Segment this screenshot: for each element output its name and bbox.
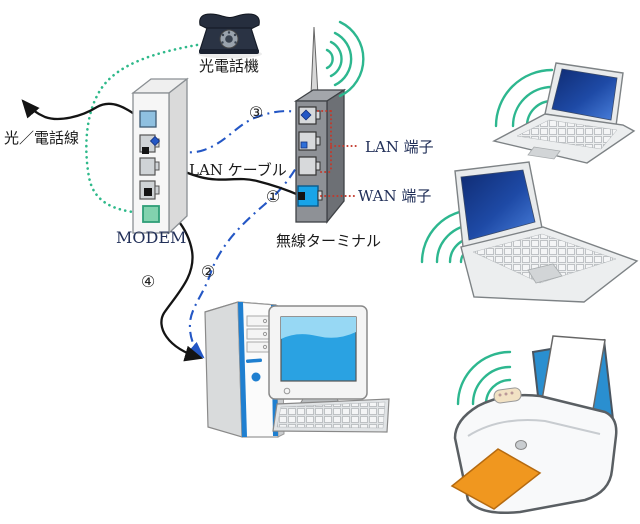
desktop-pc-icon bbox=[204, 301, 390, 438]
optical-line-label: 光／電話線 bbox=[4, 129, 79, 147]
step-4: ④ bbox=[141, 272, 155, 291]
terminal-label: 無線ターミナル bbox=[276, 232, 381, 250]
modem-label: MODEM bbox=[116, 228, 186, 247]
terminal-lan-port-3 bbox=[298, 156, 321, 176]
wifi-arcs-terminal bbox=[325, 20, 365, 98]
modem-lan-port-3 bbox=[139, 180, 160, 200]
laptop-bottom-icon bbox=[454, 161, 639, 303]
terminal-lan-port-2 bbox=[298, 131, 321, 151]
modem-line-port bbox=[139, 110, 157, 128]
step-1: ① bbox=[266, 187, 280, 206]
printer-control-panel bbox=[493, 387, 522, 404]
wan-port-label: WAN 端子 bbox=[358, 187, 431, 205]
lan-port-label: LAN 端子 bbox=[365, 138, 434, 156]
lan-port-callout bbox=[317, 110, 359, 173]
phone-line-dotted bbox=[85, 43, 199, 215]
crt-monitor bbox=[268, 305, 368, 419]
optical-line-arrow bbox=[21, 99, 143, 121]
power-button bbox=[251, 372, 261, 382]
modem-lan-port-1 bbox=[139, 134, 161, 154]
modem-phone-port bbox=[142, 205, 160, 223]
terminal-wan-port bbox=[297, 185, 323, 207]
printer-output-paper bbox=[450, 448, 542, 510]
step-2: ② bbox=[201, 262, 215, 281]
printer-icon bbox=[450, 335, 618, 514]
pc-keyboard bbox=[272, 398, 390, 433]
phone-label: 光電話機 bbox=[199, 57, 259, 75]
tower-slot bbox=[245, 358, 262, 363]
modem bbox=[131, 77, 189, 235]
modem-lan-port-2 bbox=[139, 157, 160, 176]
step-3: ③ bbox=[249, 103, 263, 122]
laptop-top-icon bbox=[492, 62, 636, 164]
lan-cable-label: LAN ケーブル bbox=[189, 161, 287, 179]
terminal-lan-port-1 bbox=[298, 106, 321, 125]
drive-bays bbox=[246, 315, 270, 353]
rotary-phone-icon bbox=[198, 13, 262, 59]
